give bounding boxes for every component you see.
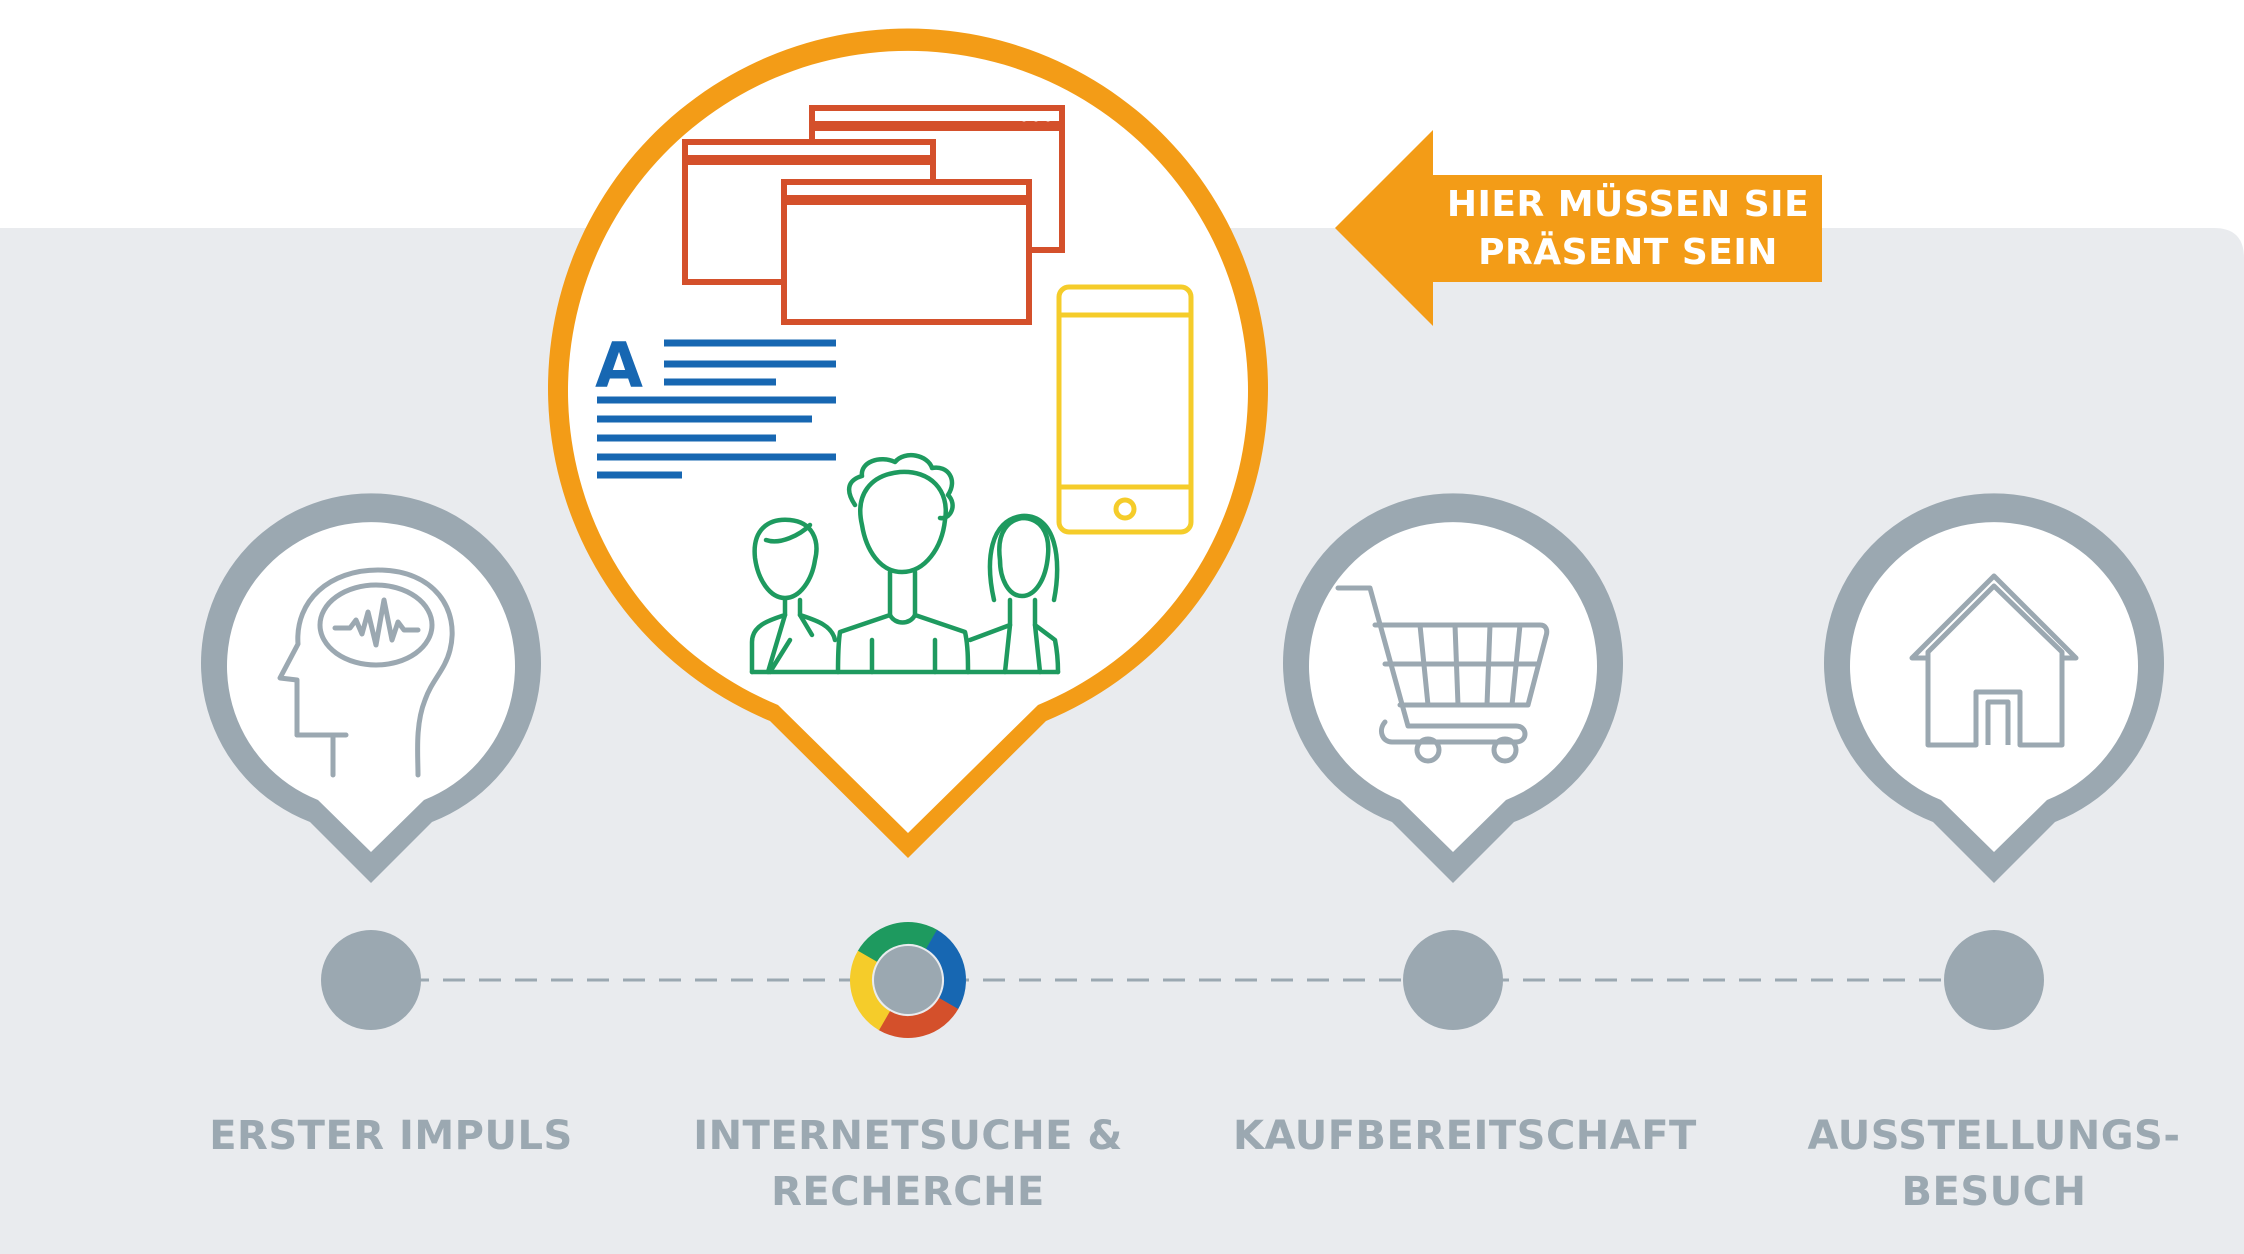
people-group-icon — [749, 452, 1061, 675]
pin-ausstellungsbesuch — [1824, 493, 2165, 883]
callout-text: HIER MÜSSEN SIE PRÄSENT SEIN — [1435, 175, 1821, 282]
pin-internetsuche: A — [547, 28, 1268, 859]
step-label-line: RECHERCHE — [771, 1169, 1045, 1215]
step-label-kaufbereitschaft: KAUFBEREITSCHAFT — [1233, 1108, 1697, 1164]
step-label-line: BESUCH — [1901, 1169, 2087, 1215]
callout-line-1: HIER MÜSSEN SIE — [1446, 183, 1810, 225]
head-brainwave-icon — [277, 567, 455, 778]
callout-line-2: PRÄSENT SEIN — [1478, 231, 1778, 273]
timeline-dot-3 — [1403, 930, 1503, 1030]
smartphone-icon — [1056, 284, 1194, 535]
timeline-dot-1 — [321, 930, 421, 1030]
timeline-dot-2-highlighted — [850, 922, 966, 1038]
step-label-erster-impuls: ERSTER IMPULS — [171, 1108, 611, 1164]
browser-windows-icon — [682, 105, 1065, 325]
shopping-cart-icon — [1335, 585, 1550, 764]
step-label-line: INTERNETSUCHE & — [693, 1113, 1123, 1159]
step-label-ausstellungsbesuch: AUSSTELLUNGS- BESUCH — [1774, 1108, 2214, 1220]
step-label-line: ERSTER IMPULS — [209, 1113, 573, 1159]
step-label-internetsuche: INTERNETSUCHE & RECHERCHE — [688, 1108, 1128, 1220]
house-icon — [1909, 573, 2079, 748]
pin-kaufbereitschaft — [1283, 493, 1623, 883]
pin-erster-impuls — [201, 493, 542, 883]
step-label-line: KAUFBEREITSCHAFT — [1233, 1113, 1697, 1159]
text-document-icon: A — [595, 329, 836, 479]
browser-dots — [891, 114, 1052, 195]
step-label-line: AUSSTELLUNGS- — [1807, 1113, 2181, 1159]
svg-text:A: A — [595, 329, 643, 402]
background-panel — [0, 228, 2244, 1254]
timeline-dot-4 — [1944, 930, 2044, 1030]
callout-arrow — [1335, 130, 1822, 326]
